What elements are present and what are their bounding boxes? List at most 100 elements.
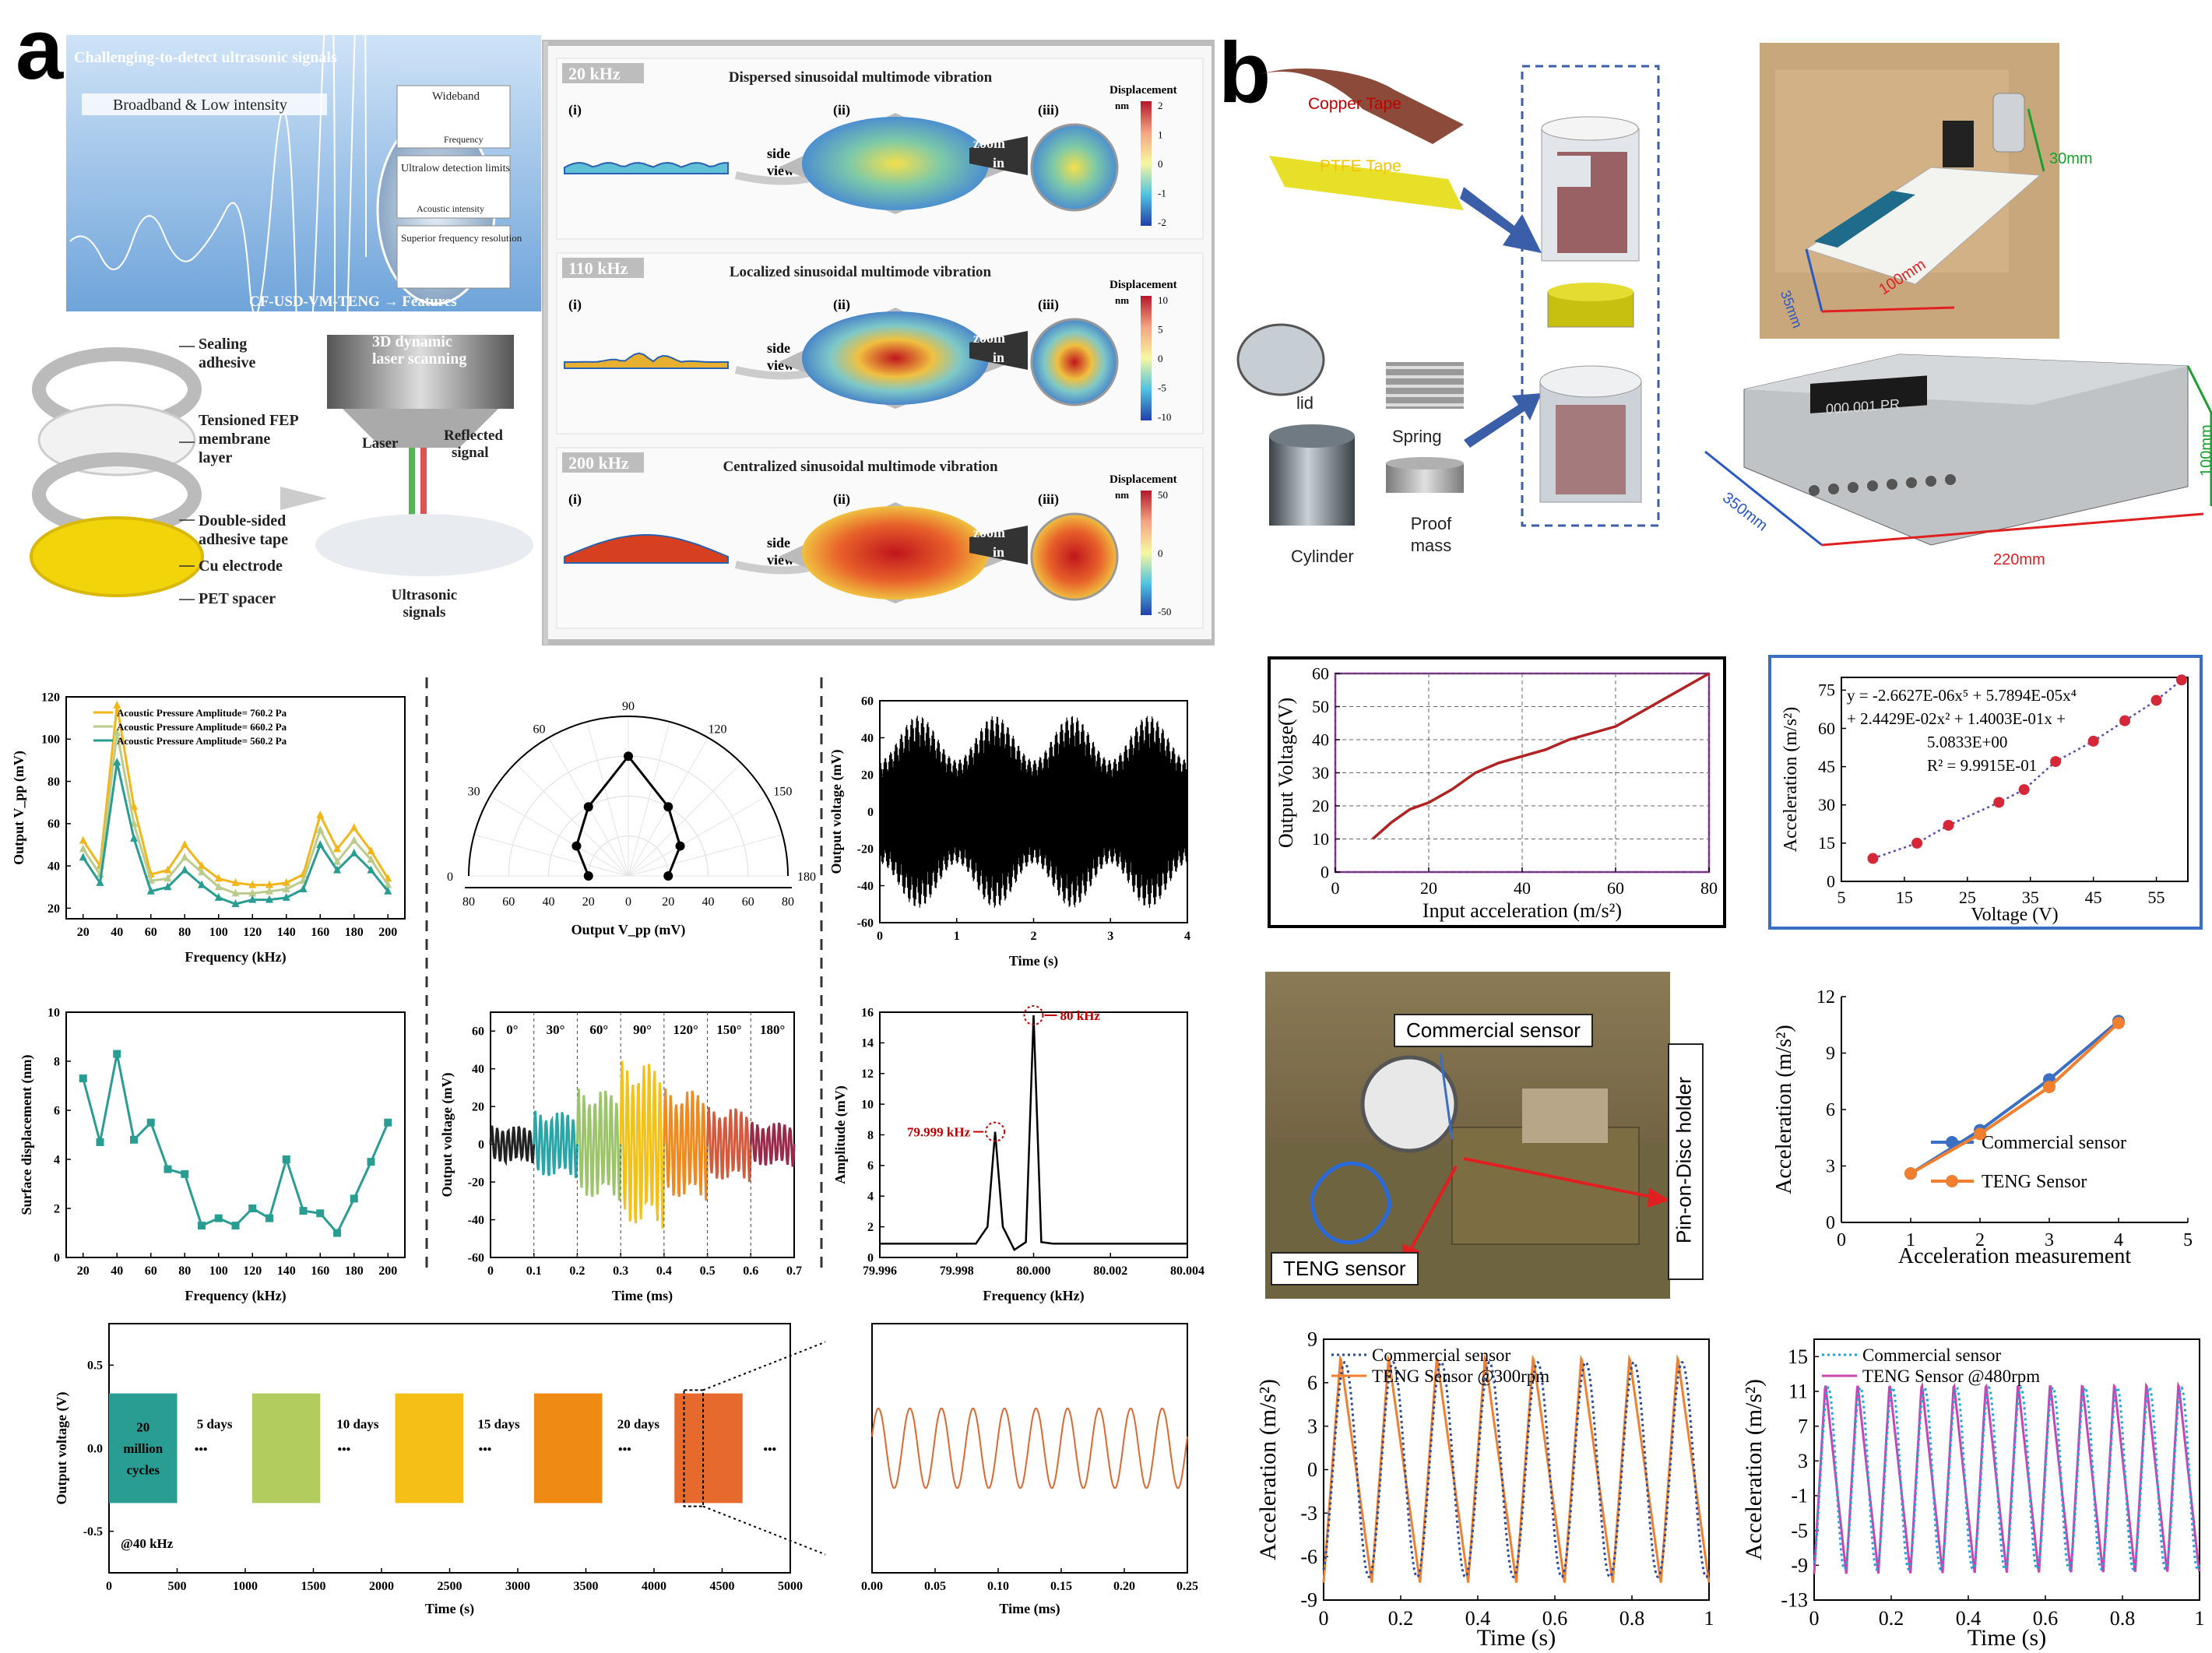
ultrasonic-wave-graphic: [69, 0, 367, 547]
y-tick-label: 6: [1826, 1100, 1835, 1120]
banner-title: Challenging-to-detect ultrasonic signals: [74, 49, 337, 66]
y-tick-label: -1: [1791, 1485, 1808, 1507]
y-tick-label: 40: [1312, 730, 1329, 749]
cable: [1310, 1161, 1392, 1245]
segment-trace: [533, 1110, 578, 1179]
panel-b-schematic: Copper Tape PTFE Tape lid Spring Cylinde…: [1236, 43, 2212, 568]
y-tick-label: 60: [1312, 663, 1329, 683]
y-tick-label: 6: [867, 1159, 874, 1173]
y-axis-label: Output V_pp (mV): [11, 751, 27, 865]
series-marker: [231, 899, 240, 907]
y-tick-label: 12: [861, 1067, 874, 1081]
vib-colorbar-tick: -10: [1158, 411, 1171, 423]
series-line: [82, 1053, 389, 1236]
series-marker: [231, 1222, 240, 1230]
laser-label: Laser: [362, 435, 399, 452]
vib-freq-label: 20 kHz: [568, 64, 621, 83]
spring-part: [1386, 362, 1464, 409]
y-tick-label: 2: [867, 1221, 874, 1234]
y-tick-label: 120: [41, 691, 60, 704]
gap-dots: •••: [479, 1443, 492, 1456]
spectrum-line: [880, 1015, 1187, 1252]
series-marker: [248, 895, 257, 903]
cylinder-label: Cylinder: [1291, 547, 1354, 566]
series-marker: [164, 874, 172, 882]
fit-equation: 5.0833E+00: [1927, 733, 2007, 751]
vib-colorbar-tick: -2: [1158, 216, 1166, 228]
vib-side-text1: side: [767, 146, 790, 161]
vib-label-iii: (iii): [1038, 491, 1059, 508]
y-axis-label: Acceleration (m/s²): [1741, 1379, 1767, 1560]
polar-r-tick: 0: [625, 895, 631, 909]
x-axis-label: Voltage (V): [1971, 905, 2058, 925]
gap-label: 15 days: [477, 1416, 520, 1431]
y-tick-label: -40: [857, 880, 874, 893]
meter-buttons: [1809, 474, 1956, 496]
x-tick-label: 0.6: [743, 1264, 758, 1278]
y-tick-label: -3: [1300, 1502, 1317, 1525]
y-tick-label: 11: [1788, 1380, 1808, 1403]
x-tick-label: 500: [168, 1580, 187, 1593]
x-tick-label: 0: [487, 1264, 494, 1278]
series-marker: [333, 1229, 341, 1237]
data-point: [2175, 674, 2187, 686]
segment-label: 30°: [547, 1022, 565, 1037]
vib-disp-unit: nm: [1115, 294, 1129, 306]
vib-plate-map: [802, 506, 989, 600]
vib-title: Centralized sinusoidal multimode vibrati…: [723, 459, 998, 475]
feature-frequency: Frequency: [444, 134, 484, 145]
y-tick-label: -6: [1300, 1546, 1317, 1568]
x-tick-label: 0.15: [1050, 1580, 1072, 1593]
polar-spoke: [515, 762, 629, 877]
polar-r-tick: 60: [742, 895, 754, 909]
y-tick-label: 8: [54, 1055, 60, 1068]
series-marker: [367, 855, 375, 863]
y-tick-label: 20: [861, 768, 874, 782]
x-tick-label: 0.6: [2033, 1607, 2059, 1630]
x-tick-label: 1000: [233, 1580, 258, 1593]
series-marker: [231, 888, 240, 897]
segment-label: 90°: [633, 1022, 652, 1037]
polar-r-tick: 40: [702, 895, 715, 909]
panel-label-b: b: [1219, 25, 1271, 121]
arduino-dimensions: [1805, 108, 2045, 313]
y-tick-label: 0: [1826, 1213, 1835, 1233]
series-marker: [316, 840, 325, 848]
series-marker: [96, 877, 104, 886]
vib-disp-title: Displacement: [1110, 84, 1177, 97]
legend-label: Commercial sensor: [1862, 1345, 2002, 1365]
y-axis-label: Output voltage (mV): [439, 1073, 455, 1198]
series-marker: [113, 758, 121, 766]
vib-title: Localized sinusoidal multimode vibration: [730, 264, 992, 280]
legend-label: Commercial sensor: [1372, 1345, 1511, 1365]
polar-r-tick: 60: [502, 895, 515, 909]
vib-zoom-arrow: [969, 526, 1028, 564]
y-tick-label: 60: [47, 818, 60, 831]
x-axis-label: Frequency (kHz): [983, 1288, 1084, 1304]
y-tick-label: -20: [857, 842, 874, 856]
series-marker: [164, 865, 172, 874]
vib-disp-title: Displacement: [1110, 279, 1177, 291]
x-tick-label: 5: [1837, 888, 1846, 907]
dim-220mm: 220mm: [1993, 551, 2045, 568]
y-tick-label: 20: [1312, 796, 1329, 815]
vib-disp-unit: nm: [1115, 100, 1129, 111]
vib-label-i: (i): [568, 491, 582, 508]
legend-label: Commercial sensor: [1982, 1133, 2126, 1153]
plot-frame: [871, 1323, 1188, 1574]
series-marker: [367, 865, 375, 874]
series-marker: [266, 886, 273, 895]
vib-zoom-text1: zoom: [973, 135, 1005, 151]
polar-outer: [468, 716, 789, 877]
x-tick-label: 5000: [778, 1580, 803, 1593]
y-tick-label: 0: [1827, 871, 1835, 891]
x-tick-label: 0.2: [569, 1264, 585, 1278]
sensor-cylinder: [1992, 93, 2025, 153]
series-marker: [1974, 1127, 1986, 1141]
y-tick-label: -5: [1791, 1519, 1808, 1542]
legend-label: TENG Sensor: [1982, 1172, 2087, 1192]
x-tick-label: 40: [111, 1264, 123, 1278]
